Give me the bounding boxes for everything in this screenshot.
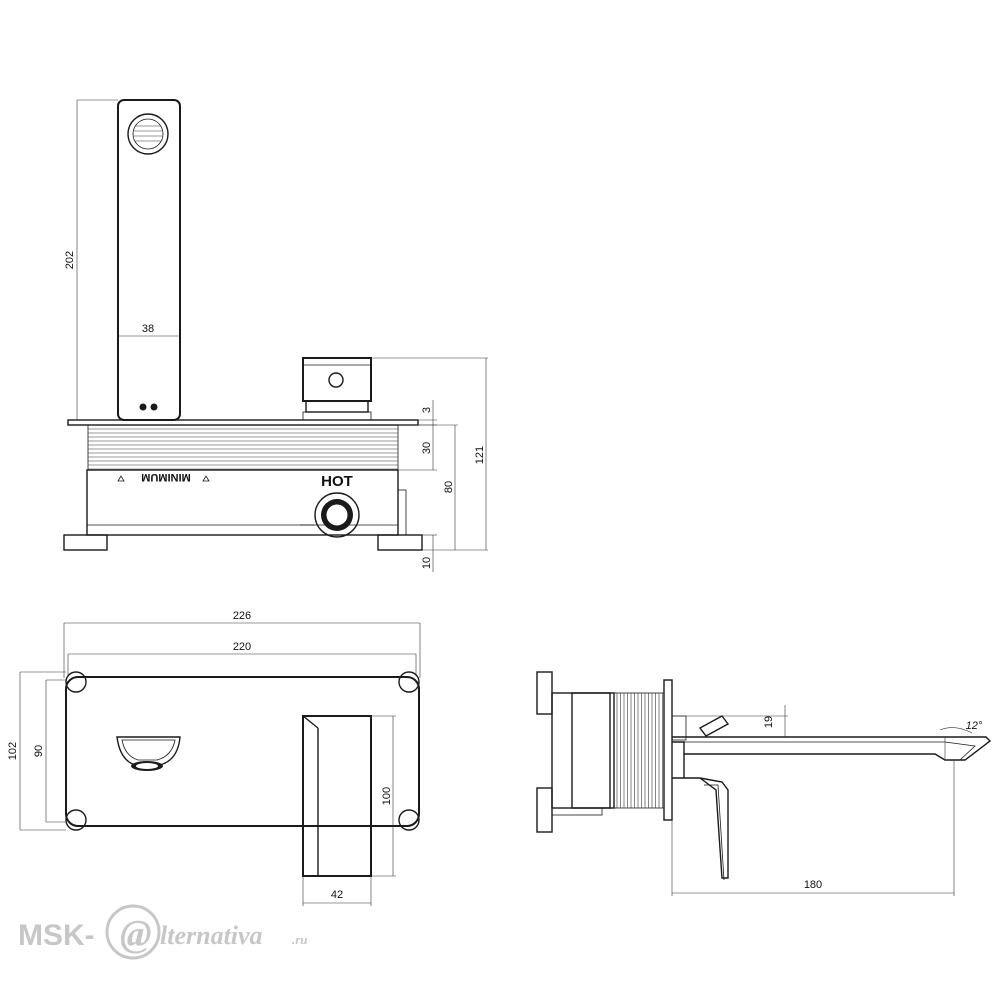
minimum-label: MINIMUM: [141, 471, 191, 483]
dim-handle-length: 100: [381, 787, 393, 805]
foot-right: [377, 534, 423, 551]
spout-outlet: [116, 736, 181, 771]
hot-label: HOT: [321, 473, 353, 490]
screw-icon: [139, 403, 147, 411]
dim-box-height: 80: [443, 481, 455, 493]
front-view: MINIMUM HOT 202 38: [63, 99, 488, 572]
dim-plate-thickness: 3: [421, 407, 433, 413]
dim-body-thread: 30: [421, 442, 433, 454]
lever-handle-side: [699, 777, 729, 881]
top-view: 226 220 102: [7, 610, 421, 906]
svg-text:MSK-: MSK-: [18, 919, 95, 952]
screw-icon: [150, 403, 158, 411]
triangle-icon: [117, 475, 125, 482]
triangle-icon: [202, 475, 210, 482]
watermark-logo: MSK- @ lternativa .ru: [18, 904, 308, 960]
svg-text:lternativa: lternativa: [160, 921, 263, 950]
threaded-sleeve: [613, 692, 665, 809]
dim-plate-depth: 90: [33, 745, 45, 757]
dim-spout-height: 202: [64, 251, 76, 269]
aerator-icon: [127, 113, 169, 155]
dim-spout-rise: 19: [763, 716, 775, 728]
svg-text:@: @: [120, 913, 152, 955]
cover-plate: [67, 419, 419, 426]
lever-handle-top: [302, 715, 372, 877]
dim-total-height: 121: [474, 446, 486, 464]
dim-spout-width: 38: [142, 323, 154, 335]
spout: [117, 99, 181, 421]
dim-overall-width: 226: [233, 610, 251, 622]
svg-text:.ru: .ru: [292, 932, 308, 947]
foot-left: [63, 534, 108, 551]
wall-plate-side: [663, 679, 673, 821]
threaded-body: [87, 424, 399, 471]
dim-handle-width: 42: [331, 889, 343, 901]
hot-port: [314, 492, 360, 538]
dim-foot-height: 10: [421, 557, 433, 569]
lever-handle: [302, 357, 372, 421]
dim-overall-depth: 102: [7, 742, 19, 760]
spout-side: [671, 715, 992, 779]
cover-plate-top: [65, 676, 420, 827]
side-view: 19 12° 180: [536, 671, 992, 896]
dim-plate-width: 220: [233, 641, 251, 653]
dim-spout-angle: 12°: [966, 720, 983, 732]
dim-spout-reach: 180: [804, 879, 822, 891]
